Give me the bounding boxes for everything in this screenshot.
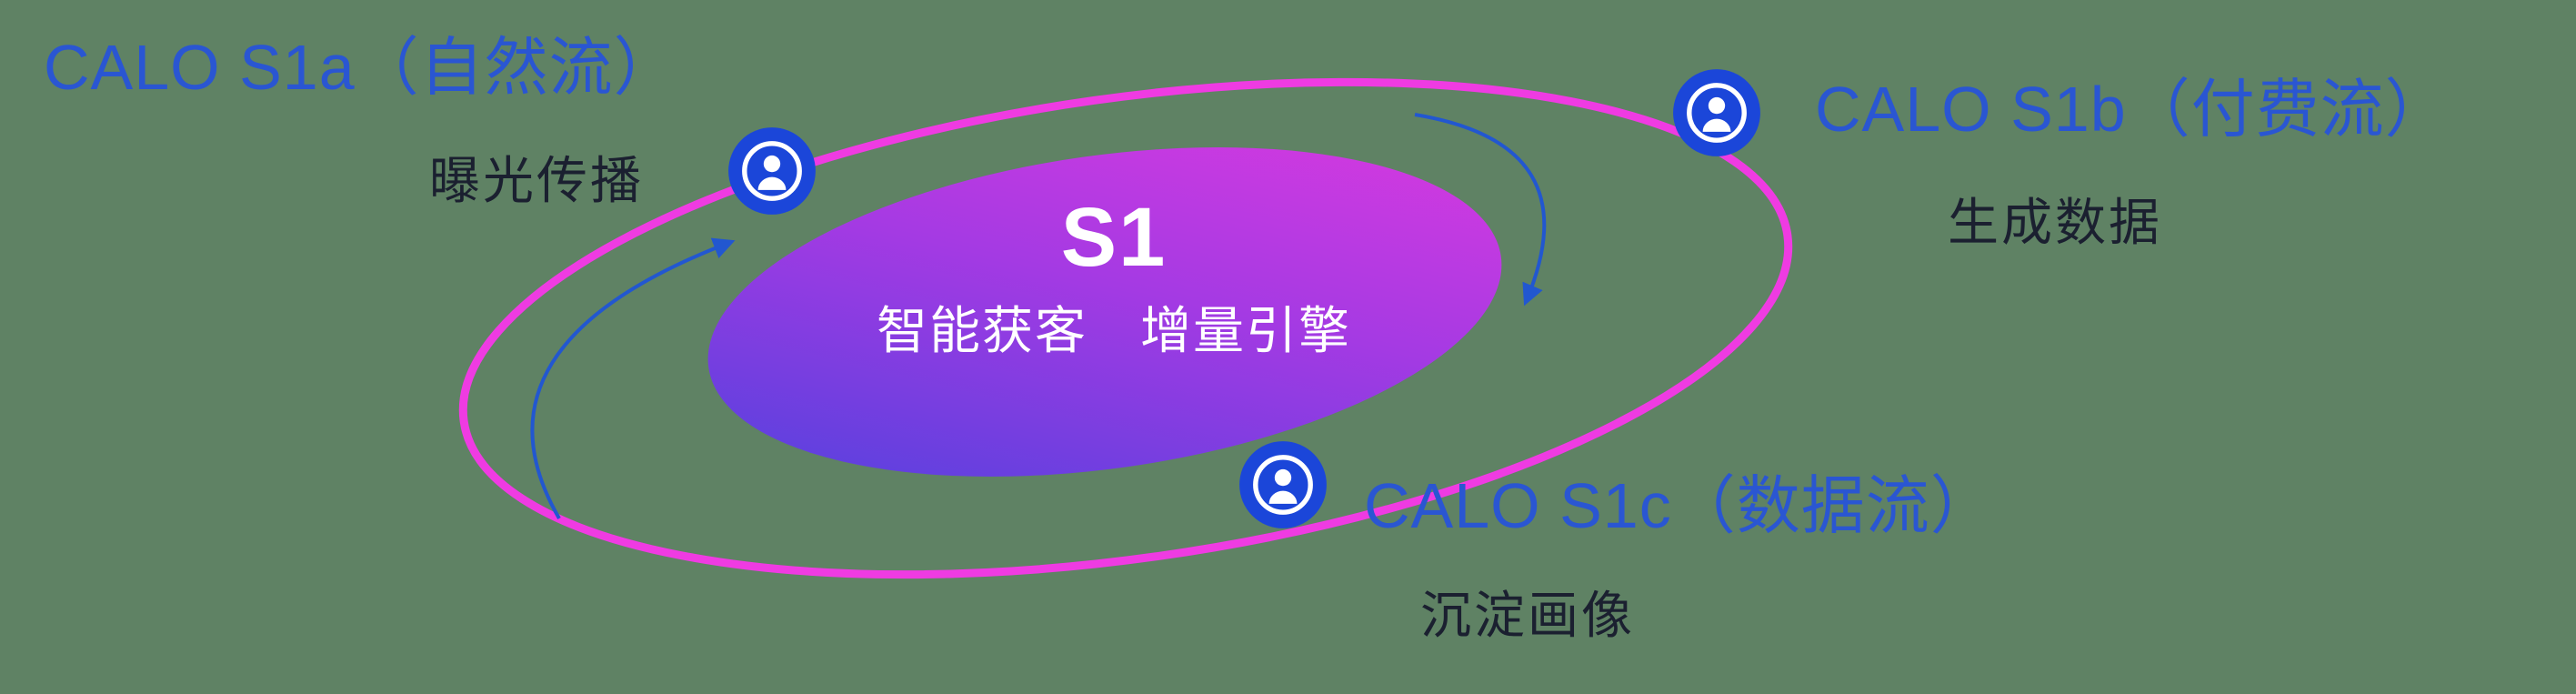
orbit-ring — [458, 77, 1793, 579]
core-ellipse — [707, 147, 1502, 477]
node-sublabel-s1b: 生成数据 — [1948, 194, 2162, 251]
flow-arrow-left — [530, 237, 736, 520]
node-label-s1a: CALO S1a（自然流） — [44, 32, 678, 103]
core-label-group: S1 智能获客 增量引擎 — [868, 196, 1359, 364]
node-label-s1b: CALO S1b（付费流） — [1815, 74, 2450, 145]
user-icon — [727, 126, 817, 216]
user-icon — [1238, 439, 1328, 530]
flow-arrow-right — [1414, 113, 1547, 307]
core-subtitle: 智能获客 增量引擎 — [877, 302, 1351, 359]
node-label-s1c: CALO S1c（数据流） — [1364, 470, 1995, 541]
core-title: S1 — [1060, 191, 1168, 284]
node-sublabel-s1c: 沉淀画像 — [1420, 587, 1635, 644]
user-icon — [1671, 67, 1762, 158]
node-sublabel-s1a: 曝光传播 — [429, 152, 644, 209]
